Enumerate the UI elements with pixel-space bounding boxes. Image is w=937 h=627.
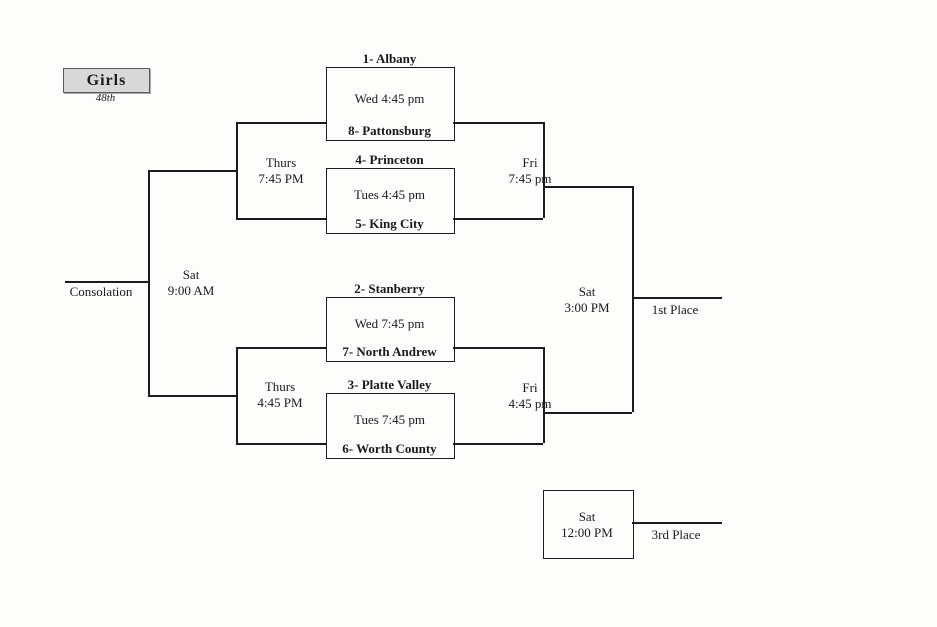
bracket-line-qf2-loser xyxy=(236,218,326,220)
bracket-connector-cons-semi1 xyxy=(236,122,238,218)
team-slot: 1- Albany xyxy=(362,51,417,66)
game-box-qf2 xyxy=(326,168,455,234)
consolation-label: Consolation xyxy=(69,284,133,299)
game-time: 9:00 AM xyxy=(167,283,215,298)
game-box-qf3 xyxy=(326,297,455,362)
team-slot: 7- North Andrew xyxy=(342,344,437,359)
game-schedule-cons-final: Sat 9:00 AM xyxy=(146,267,236,299)
game-schedule-championship: Sat 3:00 PM xyxy=(542,284,632,316)
game-schedule-third-place: Sat 12:00 PM xyxy=(542,509,632,541)
game-time: 4:45 PM xyxy=(257,395,303,410)
bracket-line-qf1-winner xyxy=(453,122,543,124)
bracket-line-third-place-winner xyxy=(632,522,722,524)
game-time: Wed 4:45 pm xyxy=(354,91,425,106)
game-schedule-cons-semi1: Thurs 7:45 PM xyxy=(236,155,326,187)
game-day: Fri xyxy=(522,155,538,170)
bracket-line-qf4-winner xyxy=(453,443,543,445)
game-time: 7:45 PM xyxy=(258,171,304,186)
bracket-connector-cons-semi2 xyxy=(236,347,238,443)
bracket-connector-semi2 xyxy=(543,347,545,443)
third-place-label: 3rd Place xyxy=(651,527,701,542)
bracket-line-qf3-loser xyxy=(236,347,326,349)
game-schedule-semi2: Fri 4:45 pm xyxy=(485,380,575,412)
bracket-line-champion xyxy=(632,297,722,299)
game-time: Tues 7:45 pm xyxy=(353,412,426,427)
game-time: Wed 7:45 pm xyxy=(354,316,425,331)
first-place-label: 1st Place xyxy=(651,302,699,317)
game-schedule-semi1: Fri 7:45 pm xyxy=(485,155,575,187)
team-slot: 6- Worth County xyxy=(342,441,437,456)
team-slot: 5- King City xyxy=(355,216,424,231)
game-box-qf1 xyxy=(326,67,455,141)
game-day: Fri xyxy=(522,380,538,395)
bracket-line-qf1-loser xyxy=(236,122,326,124)
game-time: 12:00 PM xyxy=(561,525,613,540)
bracket-line-cons-semi2-winner xyxy=(148,395,236,397)
bracket-line-cons-semi1-winner xyxy=(148,170,236,172)
bracket-connector-cons-final xyxy=(148,170,150,395)
team-slot: 3- Platte Valley xyxy=(347,377,432,392)
team-slot: 2- Stanberry xyxy=(354,281,425,296)
bracket-line-semi1-winner xyxy=(543,186,632,188)
bracket-connector-semi1 xyxy=(543,122,545,218)
bracket-line-qf2-winner xyxy=(453,218,543,220)
bracket-line-qf4-loser xyxy=(236,443,326,445)
game-day: Sat xyxy=(578,509,596,524)
game-day: Thurs xyxy=(264,379,296,394)
game-schedule-cons-semi2: Thurs 4:45 PM xyxy=(235,379,325,411)
bracket-line-qf3-winner xyxy=(453,347,543,349)
edition-label: 48th xyxy=(95,92,116,104)
division-title: Girls xyxy=(86,71,127,89)
game-time: 7:45 pm xyxy=(508,171,552,186)
bracket-line-consolation-winner xyxy=(65,281,148,283)
division-header: Girls xyxy=(63,68,150,93)
team-slot: 4- Princeton xyxy=(355,152,424,167)
game-day: Sat xyxy=(182,267,200,282)
game-day: Sat xyxy=(578,284,596,299)
game-time: 4:45 pm xyxy=(508,396,552,411)
game-time: 3:00 PM xyxy=(564,300,610,315)
game-time: Tues 4:45 pm xyxy=(353,187,426,202)
bracket-line-semi2-winner xyxy=(543,412,632,414)
team-slot: 8- Pattonsburg xyxy=(348,123,431,138)
game-box-third-place xyxy=(543,490,634,559)
bracket-connector-final xyxy=(632,186,634,412)
game-day: Thurs xyxy=(265,155,297,170)
game-box-qf4 xyxy=(326,393,455,459)
